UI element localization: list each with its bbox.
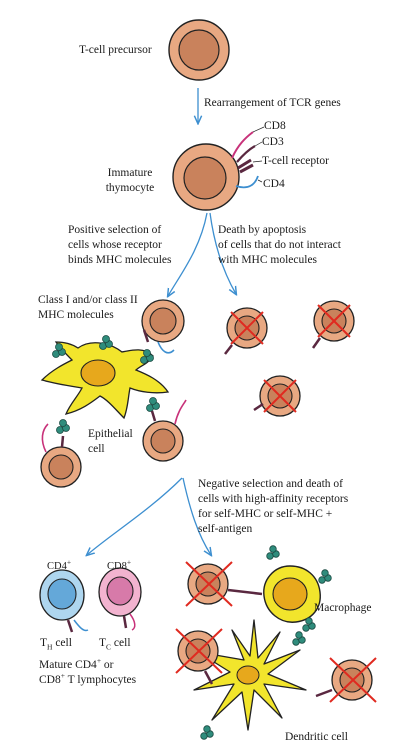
- cd4-molecule-icon: [235, 175, 259, 189]
- arrow-to-negative: [182, 477, 211, 555]
- dendritic-cell: [193, 619, 307, 740]
- label-t-cell-precursor: T-cell precursor: [79, 44, 152, 56]
- label-cd4-plus: CD4+: [47, 557, 72, 572]
- mhc-molecule-icon: [52, 343, 66, 358]
- cross-icon: [329, 657, 377, 703]
- label-tc-cell: TC cell: [99, 637, 131, 652]
- cd4-t-cell: [39, 569, 89, 633]
- arrow-apoptosis: [209, 212, 236, 294]
- mhc-molecule-icon: [140, 349, 154, 364]
- mhc-molecule-icon: [200, 725, 214, 740]
- mhc-molecule-icon: [302, 617, 316, 632]
- t-cell-precursor: [168, 19, 230, 81]
- cd3-molecule-icon: [236, 145, 256, 163]
- cross-icon: [317, 304, 351, 338]
- flow-arrows: [87, 88, 236, 555]
- negatively-selected-cell: [185, 561, 263, 607]
- selected-thymocyte: [141, 299, 185, 354]
- apoptotic-cell: [311, 300, 355, 349]
- mhc-molecule-icon: [146, 397, 160, 412]
- arrow-positive-selection: [168, 212, 208, 296]
- label-macrophage: Macrophage: [314, 602, 372, 614]
- immature-thymocyte: [172, 126, 265, 211]
- mhc-molecule-icon: [318, 569, 332, 584]
- label-tcr: T-cell receptor: [262, 155, 329, 167]
- cross-icon: [230, 311, 264, 345]
- selected-thymocyte: [142, 399, 187, 462]
- mhc-molecule-icon: [292, 631, 306, 646]
- negatively-selected-cell: [315, 657, 377, 703]
- label-cd8: CD8: [264, 120, 286, 132]
- label-cd3: CD3: [262, 136, 284, 148]
- mhc-molecule-icon: [266, 545, 280, 560]
- mhc-molecule-icon: [56, 419, 70, 434]
- cross-icon: [185, 561, 233, 607]
- macrophage: [263, 545, 332, 632]
- label-rearrangement: Rearrangement of TCR genes: [204, 97, 341, 109]
- cross-icon: [263, 379, 297, 413]
- selected-thymocyte: [40, 423, 82, 488]
- arrow-to-mature: [87, 477, 183, 555]
- negatively-selected-cell: [175, 628, 223, 685]
- tcr-molecule-icon: [237, 158, 254, 174]
- epithelial-cell: [40, 335, 170, 434]
- cross-icon: [175, 628, 223, 674]
- apoptotic-cell: [224, 307, 268, 355]
- mhc-molecule-icon: [99, 335, 113, 350]
- label-cd4: CD4: [263, 178, 285, 190]
- label-dendritic-cell: Dendritic cell: [285, 731, 348, 743]
- apoptotic-cell: [253, 375, 301, 417]
- cd8-molecule-icon: [231, 131, 254, 159]
- label-cd8-plus: CD8+: [107, 557, 132, 572]
- label-th-cell: TH cell: [40, 637, 72, 652]
- cd8-t-cell: [98, 567, 142, 631]
